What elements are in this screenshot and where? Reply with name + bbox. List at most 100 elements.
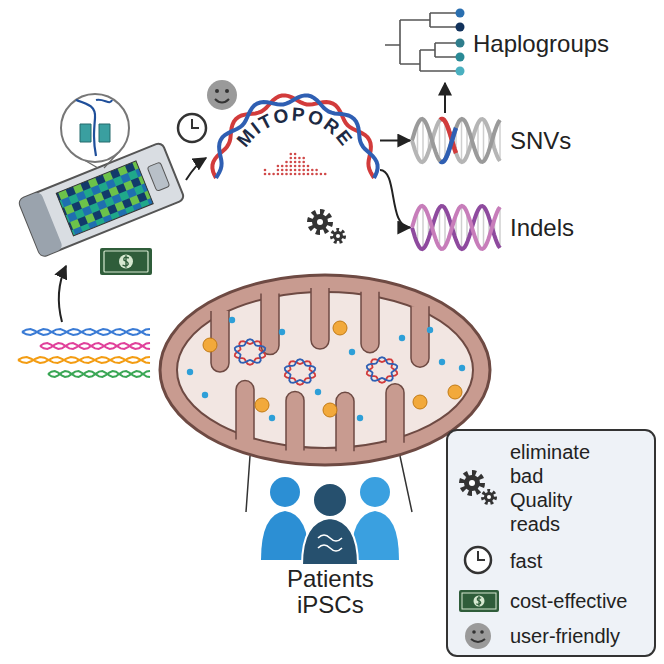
ribosome-dot (427, 327, 433, 333)
signal-dot (298, 173, 301, 176)
people-icon (313, 483, 347, 517)
signal-dot (298, 157, 301, 160)
clock-icon (178, 114, 206, 142)
legend-panel (478, 551, 485, 560)
legend-text: user-friendly (510, 624, 650, 648)
money-icon (123, 255, 129, 268)
helix-strand (412, 119, 500, 162)
signal-dot (290, 161, 293, 164)
ribosome-dot (439, 359, 445, 365)
signal-dot (290, 153, 293, 156)
helix-rung (483, 120, 485, 162)
legend-panel (462, 473, 482, 493)
snv-helix: SNVs (410, 113, 576, 168)
indel-helix-art (410, 200, 502, 255)
signal-dot (281, 165, 284, 168)
ribosome-dot (315, 389, 321, 395)
ribosome-dot (279, 329, 285, 335)
crista (261, 294, 279, 355)
helix-rung (439, 121, 441, 161)
signal-dot (268, 173, 271, 176)
money-icon (100, 248, 152, 275)
legend-panel (484, 492, 494, 502)
gear-icon (333, 231, 343, 241)
ribosome-dot (399, 335, 405, 341)
dna-fragment (22, 329, 150, 335)
gear-icon (336, 234, 340, 238)
signal-dot (307, 165, 310, 168)
crista (386, 384, 404, 443)
legend-panel (459, 590, 499, 612)
legend-panel (476, 596, 481, 606)
smiley-icon (215, 89, 219, 93)
gear-icon (332, 230, 344, 242)
gear-icon (312, 214, 328, 230)
granule (255, 398, 269, 412)
nanopore-zoom (76, 100, 96, 156)
signal-dot (302, 161, 305, 164)
mtdna-loop (367, 357, 397, 381)
crista (311, 288, 329, 349)
nanopore-zoom (61, 94, 129, 168)
money-icon (100, 248, 152, 275)
signal-dot (285, 173, 288, 176)
signal-dot (281, 173, 284, 176)
ribosome-dot (269, 415, 275, 421)
signal-dot (285, 161, 288, 164)
helix-rung (439, 208, 441, 248)
flow-arrow (444, 83, 446, 113)
node-label: Haplogroups (473, 30, 609, 58)
people-icon (318, 535, 342, 551)
signal-dot (277, 173, 280, 176)
signal-dot (290, 173, 293, 176)
haplogroup-tree-art (385, 5, 465, 83)
haplogroup-tree: Haplogroups (385, 5, 614, 83)
money-icon (123, 255, 129, 268)
legend-panel (487, 495, 491, 499)
clock-icon (192, 119, 199, 128)
legend-panel (474, 596, 485, 607)
node-label: Indels (510, 214, 574, 242)
signal-dot (302, 157, 305, 160)
mitochondrion (160, 275, 490, 465)
crista (336, 392, 354, 451)
dna-fragments (18, 329, 150, 377)
mitopore-arc: MITOPORE (210, 70, 380, 185)
helix-rung (499, 120, 501, 161)
dna-fragment (40, 343, 150, 349)
signal-dot (277, 169, 280, 172)
node-title: MITOPORE (233, 104, 358, 151)
signal-dot (307, 169, 310, 172)
signal-dot (285, 169, 288, 172)
signal-dot (302, 169, 305, 172)
signal-dot (294, 169, 297, 172)
dna-fragment (40, 343, 150, 349)
crista (361, 292, 379, 353)
dna-strand (216, 95, 378, 178)
ribosome-dot (229, 317, 235, 323)
tree-leaf (456, 39, 465, 48)
crista (411, 306, 429, 367)
gear-icon (317, 219, 323, 225)
legend-panel (464, 475, 480, 491)
signal-dot (298, 169, 301, 172)
signal-dot (277, 165, 280, 168)
node-title: MITOPORE (233, 104, 358, 151)
signal-dot (294, 165, 297, 168)
ribosome-dot (357, 415, 363, 421)
tree-branch (385, 13, 460, 71)
legend-panel (465, 623, 491, 649)
legend-text: eliminate bad Quality reads (510, 440, 610, 536)
helix-rung (461, 206, 463, 249)
crista (286, 391, 304, 450)
helix-strand (412, 206, 500, 249)
sequencer-device (56, 161, 153, 236)
signal-dot (290, 165, 293, 168)
crista (236, 381, 254, 440)
signal-dot (281, 169, 284, 172)
tree-leaf (456, 67, 465, 76)
legend-panel (469, 480, 475, 486)
granule (413, 395, 427, 409)
